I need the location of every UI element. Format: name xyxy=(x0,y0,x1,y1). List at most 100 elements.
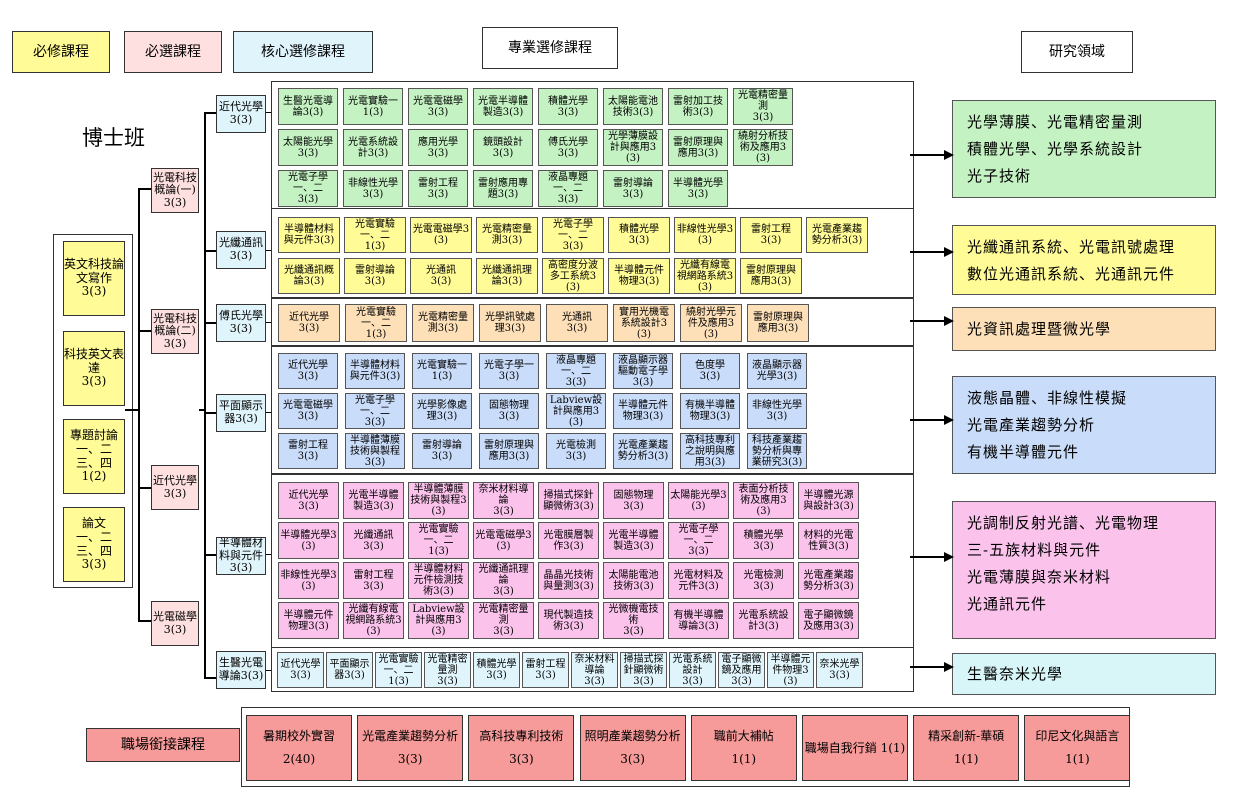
elective-course-label: 光電精密量測 3(3) xyxy=(478,604,529,637)
core-elective-course: 平面顯示器3(3) xyxy=(216,394,266,432)
elective-course-label: 半導體光學3(3) xyxy=(673,177,723,200)
core-elective-course-label: 生醫光電導論3(3) xyxy=(218,656,264,682)
elective-course: 近代光學 3(3) xyxy=(278,482,339,519)
arrow-right-icon xyxy=(910,552,954,562)
phd-title: 博士班 xyxy=(82,126,145,150)
elective-course: 光電實驗一1(3) xyxy=(343,88,403,125)
required-course: 論文 一、二 三、四 3(3) xyxy=(63,507,125,582)
connector-line xyxy=(138,487,151,489)
elective-course-label: 近代光學 3(3) xyxy=(288,489,329,512)
core-elective-course: 生醫光電導論3(3) xyxy=(216,651,266,689)
elective-course-label: 半導體材料與元件3(3) xyxy=(283,224,335,246)
elective-course-label: 光電精密量測3(3) xyxy=(482,224,532,246)
elective-course: 光電膜層製作3(3) xyxy=(538,522,599,559)
connector-line xyxy=(204,250,216,252)
research-area-line: 生醫奈米光學 xyxy=(967,664,1064,683)
elective-course: 光電實驗一、二 1(3) xyxy=(408,522,469,559)
connector-line xyxy=(204,112,216,114)
required-course: 英文科技論文寫作 3(3) xyxy=(63,241,125,316)
elective-course: 雷射原理與應用3(3) xyxy=(747,304,809,342)
elective-course-label: 非線性光學3(3) xyxy=(280,569,337,592)
elective-course-label: 色度學 3(3) xyxy=(695,360,725,382)
elective-course-label: 積體光學 3(3) xyxy=(548,95,588,118)
elective-course-label: 半導體元件物理3(3) xyxy=(770,653,811,687)
research-area: 光學薄膜、光電精密量測積體光學、光學系統設計光子技術 xyxy=(952,100,1216,198)
elective-course: 電子顯微鏡及應用3(3) xyxy=(798,602,859,639)
core-elective-course-label: 近代光學 3(3) xyxy=(219,100,263,126)
elective-course: 光通訊 3(3) xyxy=(410,258,472,294)
elective-course-label: 雷射工程 3(3) xyxy=(525,659,566,681)
elective-course: 半導體光學3(3) xyxy=(668,170,728,207)
elective-course: 半導體薄膜技術與製程3(3) xyxy=(408,482,469,519)
elective-course-label: 光電實驗一、二 1(3) xyxy=(418,524,459,557)
research-area-line: 光學薄膜、光電精密量測 xyxy=(967,113,1144,131)
research-area-line: 液態晶體、非線性模擬 xyxy=(967,389,1128,407)
elective-course: 光通訊 3(3) xyxy=(546,304,608,342)
elective-course-label: 雷射應用專題3(3) xyxy=(478,177,528,200)
elective-course: 半導體材料元件檢測技術3(3) xyxy=(408,562,469,599)
elective-course: 鏡頭設計 3(3) xyxy=(473,129,533,166)
elective-course: 光學影像處理3(3) xyxy=(412,393,472,429)
elective-course-label: 生醫光電導論3(3) xyxy=(283,95,333,118)
elective-course-label: 半導體材料元件檢測技術3(3) xyxy=(413,564,464,597)
elective-course-label: 電子顯微鏡及應用3(3) xyxy=(721,653,762,687)
elective-required-course-label: 近代光學 3(3) xyxy=(153,473,197,500)
elective-course: 光電半導體製造3(3) xyxy=(473,88,533,125)
elective-course: 雷射導論 3(3) xyxy=(344,258,406,294)
elective-course: 半導體元件物理3(3) xyxy=(608,258,670,294)
elective-required-course-label: 光電科技概論(二) 3(3) xyxy=(153,311,197,350)
elective-course-label: 雷射原理與應用3(3) xyxy=(746,265,796,287)
connector-line xyxy=(266,670,272,671)
elective-required-course: 光電科技概論(二) 3(3) xyxy=(151,309,199,354)
elective-course-label: 太陽能電池技術3(3) xyxy=(608,569,659,592)
elective-required-course: 光電科技概論(一) 3(3) xyxy=(151,168,199,213)
elective-course-label: 光電產業趨勢分析3(3) xyxy=(803,569,854,592)
elective-course-label: 液晶顯示器驅動電子學3(3) xyxy=(618,354,668,388)
elective-course: 雷射工程 3(3) xyxy=(278,433,338,469)
elective-course: 雷射工程 3(3) xyxy=(343,562,404,599)
connector-line xyxy=(266,554,272,555)
elective-course-label: 太陽能光學3(3) xyxy=(670,489,727,512)
elective-course-label: 有機半導體導論3(3) xyxy=(673,609,724,632)
elective-course: 光電產業趨勢分析3(3) xyxy=(613,433,673,469)
elective-course-label: 光電電磁學3(3) xyxy=(283,400,333,422)
elective-course: 半導體光源與設計3(3) xyxy=(798,482,859,519)
elective-course: 半導體材料與元件3(3) xyxy=(278,217,340,253)
elective-course-label: 液晶專題一、二 3(3) xyxy=(556,354,596,388)
elective-course: 光電電磁學3(3) xyxy=(408,88,468,125)
elective-course: 光纖有線電視網路系統3(3) xyxy=(674,258,736,294)
elective-course-label: 光電實驗一1(3) xyxy=(417,360,467,382)
elective-course: 奈米光學 3(3) xyxy=(816,652,863,688)
elective-course-label: Labview設計與應用3(3) xyxy=(549,394,603,428)
elective-course-label: 太陽能電池技術3(3) xyxy=(608,95,658,118)
elective-course-label: 半導體光學3(3) xyxy=(280,529,337,552)
elective-course: 半導體元件物理3(3) xyxy=(278,602,339,639)
elective-course: 半導體元件物理3(3) xyxy=(613,393,673,429)
elective-course: 太陽能電池技術3(3) xyxy=(603,88,663,125)
workplace-course: 高科技專利技術 3(3) xyxy=(468,715,575,781)
elective-course: 光纖有線電視網路系統3(3) xyxy=(343,602,404,639)
workplace-course: 暑期校外實習 2(40) xyxy=(246,715,352,781)
legend-research: 研究領域 xyxy=(1021,31,1133,73)
elective-course-label: 實用光機電系統設計3(3) xyxy=(619,306,669,340)
elective-course-label: 光電膜層製作3(3) xyxy=(543,529,594,552)
elective-required-course: 近代光學 3(3) xyxy=(151,465,199,510)
elective-course: 生醫光電導論3(3) xyxy=(278,88,338,125)
elective-course: 液晶專題一、二 3(3) xyxy=(546,353,606,389)
elective-course-label: 光電系統設計3(3) xyxy=(738,609,789,632)
elective-course: 雷射導論 3(3) xyxy=(412,433,472,469)
elective-course: 光纖通訊理論 3(3) xyxy=(473,562,534,599)
elective-course-label: 光纖通訊 3(3) xyxy=(353,529,394,552)
core-elective-course: 傅氏光學 3(3) xyxy=(216,304,266,342)
elective-course: 雷射加工技術3(3) xyxy=(668,88,728,125)
elective-course: 光電子學一、二 3(3) xyxy=(345,393,405,429)
research-area-line: 光纖通訊系統、光電訊號處理 xyxy=(967,238,1176,256)
research-area-line: 光子技術 xyxy=(967,167,1032,185)
elective-course-label: 近代光學 3(3) xyxy=(288,360,328,382)
elective-course-label: 光纖有線電視網路系統3(3) xyxy=(676,259,734,293)
elective-course: 近代光學 3(3) xyxy=(277,652,324,688)
elective-course-label: 有機半導體物理3(3) xyxy=(685,400,735,422)
elective-course-label: 光電子學一 3(3) xyxy=(484,360,534,382)
elective-course: 光學薄膜設計與應用3(3) xyxy=(603,129,663,166)
elective-course-label: 雷射原理與應用3(3) xyxy=(753,312,803,334)
